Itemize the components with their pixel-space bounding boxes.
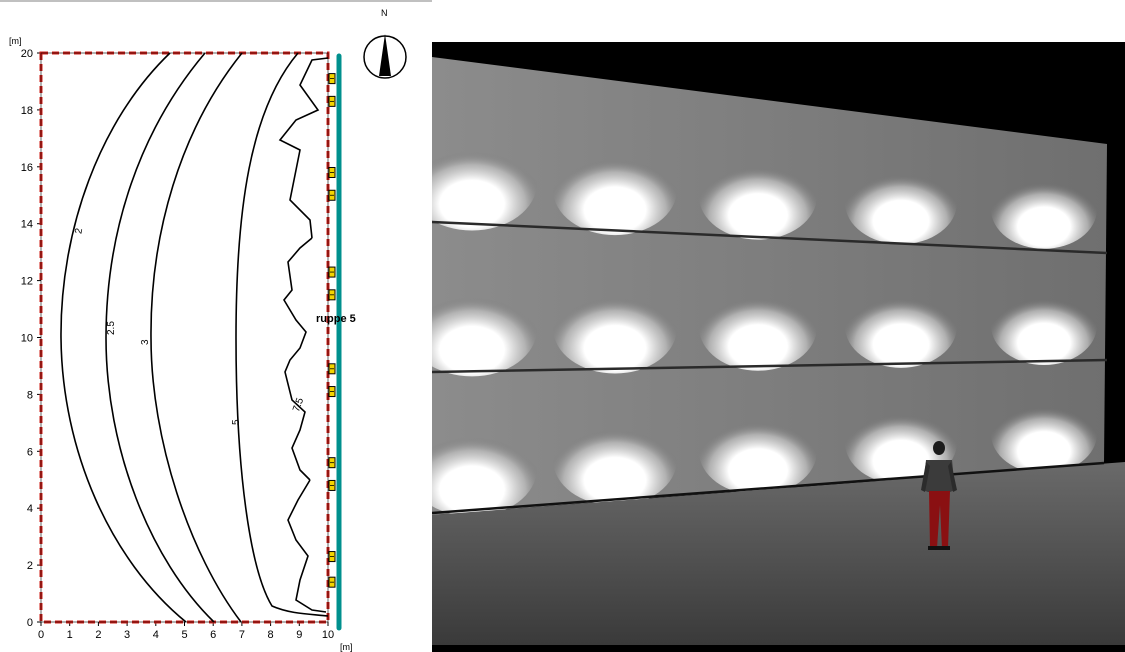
x-tick-label: 8 bbox=[268, 629, 274, 641]
light-spot bbox=[699, 407, 817, 495]
light-spot bbox=[432, 135, 537, 231]
y-unit-label: [m] bbox=[9, 36, 22, 46]
person-figure bbox=[921, 441, 957, 550]
north-label: N bbox=[381, 8, 388, 18]
contour-label-5: 5 bbox=[231, 419, 242, 425]
x-tick-label: 9 bbox=[296, 629, 302, 641]
contour-label-7-5: 7.5 bbox=[291, 396, 306, 413]
person-legs bbox=[929, 491, 950, 548]
contour-lines bbox=[60, 52, 329, 623]
light-spot bbox=[991, 169, 1097, 249]
contour-7-5-mid bbox=[283, 237, 313, 481]
person-torso bbox=[923, 460, 955, 492]
contour-3 bbox=[150, 52, 243, 623]
y-tick-label: 0 bbox=[27, 617, 33, 629]
contour-7-5-upper bbox=[278, 57, 329, 239]
x-tick-label: 4 bbox=[153, 629, 159, 641]
light-spot bbox=[553, 144, 677, 236]
contour-2 bbox=[60, 52, 187, 623]
contour-label-3: 3 bbox=[140, 339, 151, 345]
y-tick-label: 10 bbox=[21, 333, 33, 345]
person-head bbox=[933, 441, 945, 455]
x-tick-label: 6 bbox=[210, 629, 216, 641]
light-spot bbox=[991, 285, 1097, 365]
x-tick-label: 5 bbox=[181, 629, 187, 641]
division-line-2 bbox=[432, 358, 1108, 374]
person-arm-right bbox=[948, 462, 957, 492]
light-spots bbox=[432, 135, 1097, 515]
y-tick-label: 16 bbox=[21, 162, 33, 174]
x-unit-label: [m] bbox=[340, 642, 353, 652]
y-tick-label: 14 bbox=[21, 219, 33, 231]
person-shoes bbox=[928, 546, 950, 550]
y-tick-label: 12 bbox=[21, 276, 33, 288]
y-tick-label: 4 bbox=[27, 503, 33, 515]
x-tick-label: 1 bbox=[67, 629, 73, 641]
floor-divisions bbox=[432, 220, 1108, 515]
3d-render-view bbox=[432, 0, 1125, 652]
render-top-margin bbox=[432, 0, 1125, 42]
light-spot bbox=[553, 282, 677, 374]
luminaire-group-label: ruppe 5 bbox=[316, 313, 356, 325]
y-tick-label: 20 bbox=[21, 48, 33, 60]
room-outline bbox=[40, 52, 329, 623]
contour-5 bbox=[235, 52, 329, 617]
x-axis-ticks: 0 1 2 3 4 5 6 7 8 9 10 bbox=[38, 622, 334, 641]
floor bbox=[432, 462, 1125, 645]
y-tick-label: 2 bbox=[27, 560, 33, 572]
contour-7-5-lower bbox=[287, 479, 327, 613]
y-axis-ticks: 0 2 4 6 8 10 12 14 16 18 20 bbox=[21, 48, 41, 629]
light-spot bbox=[699, 283, 817, 371]
ground-line bbox=[432, 461, 1105, 515]
light-spot bbox=[432, 421, 537, 515]
x-tick-label: 10 bbox=[322, 629, 334, 641]
division-line-1 bbox=[432, 220, 1108, 255]
contour-label-2: 2 bbox=[73, 227, 85, 235]
light-spot bbox=[432, 281, 537, 377]
person-arm-left bbox=[921, 462, 930, 492]
light-spot bbox=[553, 414, 677, 506]
y-tick-label: 6 bbox=[27, 446, 33, 458]
north-arrow-needle-icon bbox=[379, 34, 391, 76]
luminaires bbox=[328, 73, 336, 588]
north-arrow: N bbox=[363, 8, 407, 79]
x-tick-label: 3 bbox=[124, 629, 130, 641]
x-tick-label: 7 bbox=[239, 629, 245, 641]
y-tick-label: 18 bbox=[21, 105, 33, 117]
light-spot bbox=[991, 394, 1097, 474]
contour-2-5 bbox=[105, 52, 215, 623]
light-spot bbox=[845, 161, 957, 245]
light-spot bbox=[845, 284, 957, 368]
light-spot bbox=[699, 152, 817, 240]
contour-label-2-5: 2.5 bbox=[106, 321, 117, 335]
room-boundary bbox=[39, 51, 330, 624]
y-tick-label: 8 bbox=[27, 389, 33, 401]
x-tick-label: 0 bbox=[38, 629, 44, 641]
x-tick-label: 2 bbox=[95, 629, 101, 641]
